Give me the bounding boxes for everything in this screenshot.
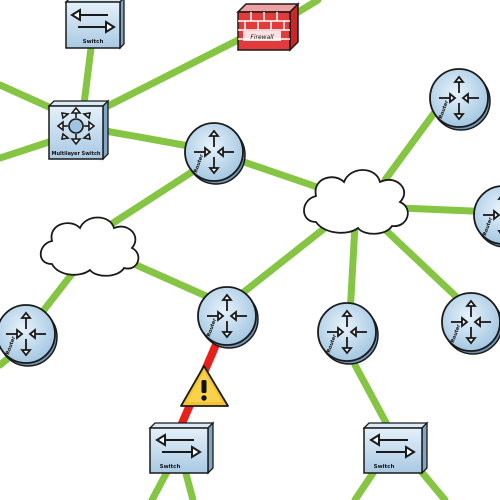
router-icon	[317, 302, 379, 365]
switch-icon	[148, 421, 215, 475]
router[interactable]: Router	[184, 122, 246, 185]
link	[351, 466, 379, 500]
cloud-icon	[39, 216, 140, 277]
router[interactable]: Router	[0, 304, 58, 367]
switch-label: Switch	[83, 39, 104, 45]
link	[106, 166, 199, 229]
link	[0, 136, 59, 162]
router-icon	[441, 292, 500, 355]
router-icon	[429, 68, 491, 131]
link	[236, 216, 339, 299]
firewall-icon	[236, 2, 300, 52]
router-icon	[197, 286, 259, 349]
switch-icon	[64, 0, 125, 50]
switch-label: Switch	[374, 464, 395, 470]
router-icon	[473, 185, 500, 248]
switch-label: Switch	[160, 464, 181, 470]
router[interactable]: Router	[317, 302, 379, 365]
warning-icon	[180, 365, 229, 407]
multilayer-switch[interactable]: Multilayer Switch	[47, 99, 110, 161]
link	[351, 361, 394, 434]
router[interactable]: Router	[429, 68, 491, 131]
router[interactable]: Router	[197, 286, 259, 349]
link	[234, 156, 324, 192]
switch[interactable]: Switch	[64, 0, 125, 50]
cloud-icon	[303, 169, 409, 235]
switch[interactable]: Switch	[148, 421, 215, 475]
link	[148, 466, 172, 500]
link	[36, 266, 79, 319]
switch-icon	[362, 421, 429, 475]
router-icon	[184, 122, 246, 185]
router[interactable]: Router	[473, 185, 500, 248]
link	[96, 31, 252, 114]
link	[181, 466, 197, 500]
switch[interactable]: Switch	[362, 421, 429, 475]
firewall[interactable]: Firewall	[236, 2, 300, 52]
link	[371, 216, 469, 309]
firewall-label: Firewall	[250, 34, 274, 41]
link	[346, 221, 359, 319]
router[interactable]: Router	[441, 292, 500, 355]
link	[416, 466, 449, 500]
link	[381, 101, 444, 184]
multilayer-switch-label: Multilayer Switch	[52, 151, 101, 157]
multilayer-switch-icon	[47, 99, 110, 161]
router-icon	[0, 304, 58, 367]
link	[96, 126, 204, 152]
link	[121, 256, 219, 304]
